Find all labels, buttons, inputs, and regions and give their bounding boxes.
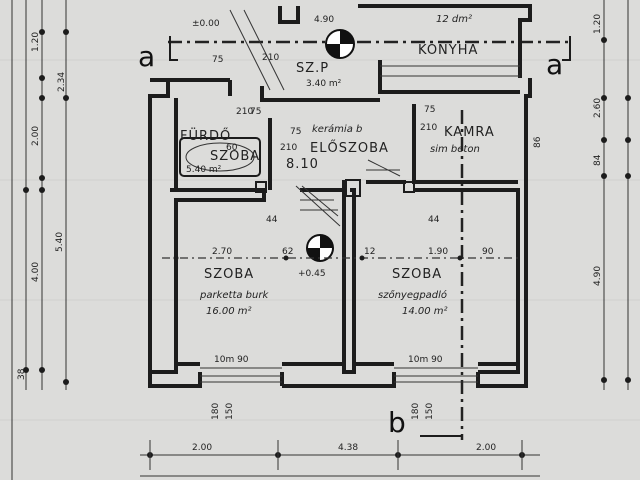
room-name-konyha: KONYHA bbox=[418, 43, 478, 58]
section-mark-a-left: a bbox=[138, 40, 155, 73]
bottom-dimension-chain bbox=[140, 440, 540, 477]
dim-eloszoba-code: 75 bbox=[290, 127, 301, 137]
dim-180-b: 180 bbox=[411, 403, 421, 420]
room-area-szoba-left: 16.00 m² bbox=[206, 306, 252, 317]
dim-210-d: 210 bbox=[262, 53, 279, 63]
level-szoba-left: +0.45 bbox=[298, 269, 326, 279]
right-dimension-chain bbox=[601, 0, 631, 390]
dim-12: 12 bbox=[364, 247, 375, 257]
section-mark-a-right: a bbox=[546, 48, 563, 81]
section-mark-b: b bbox=[388, 406, 406, 439]
dim-150-a: 150 bbox=[225, 403, 235, 420]
background-grid bbox=[0, 59, 640, 421]
room-finish-kamra: sim beton bbox=[430, 144, 480, 155]
dim-270: 2.70 bbox=[212, 247, 232, 257]
dim-75-a: 75 bbox=[250, 107, 261, 117]
room-name-furdo-2: SZOBA bbox=[210, 149, 260, 164]
room-area-szoba-right: 14.00 m² bbox=[402, 306, 448, 317]
dim-210-b: 210 bbox=[280, 143, 297, 153]
dim-left-1: 1.20 bbox=[31, 32, 41, 52]
windows bbox=[200, 65, 520, 383]
dim-right-2: 2.60 bbox=[593, 98, 603, 118]
room-area-furdo: 5.40 m² bbox=[186, 165, 222, 175]
room-name-szoba-left: SZOBA bbox=[204, 267, 254, 282]
dim-90: 90 bbox=[482, 247, 494, 257]
room-name-kamra: KAMRA bbox=[444, 125, 495, 140]
dim-180-a: 180 bbox=[211, 403, 221, 420]
dim-left-3: 2.00 bbox=[31, 126, 41, 146]
level-top: ±0.00 bbox=[192, 19, 220, 29]
level-marker-room bbox=[306, 234, 334, 262]
section-line-a bbox=[168, 36, 571, 61]
dim-left-6: 38 bbox=[17, 368, 27, 380]
dim-window-right: 10m 90 bbox=[408, 355, 443, 365]
level-marker-kitchen bbox=[325, 29, 355, 59]
dim-44-a: 44 bbox=[266, 215, 278, 225]
dim-86: 86 bbox=[533, 136, 543, 148]
room-name-szp: SZ.P bbox=[296, 61, 329, 76]
dim-bottom-mid: 4.38 bbox=[338, 443, 358, 453]
dim-left-5: 5.40 bbox=[55, 232, 65, 252]
dim-75-b: 75 bbox=[212, 55, 223, 65]
stair-hatching bbox=[229, 9, 401, 227]
room-finish-szoba-left: parketta burk bbox=[199, 290, 269, 301]
dim-bottom-left: 2.00 bbox=[192, 443, 212, 453]
dim-210-a: 210 bbox=[236, 107, 253, 117]
section-line-b bbox=[420, 110, 464, 440]
dim-62: 62 bbox=[282, 247, 293, 257]
dim-190: 1.90 bbox=[428, 247, 448, 257]
dim-right-4: 4.90 bbox=[593, 266, 603, 286]
dim-right-1: 1.20 bbox=[593, 14, 603, 34]
room-finish-eloszoba: kerámia b bbox=[312, 123, 362, 135]
dim-44-b: 44 bbox=[428, 215, 440, 225]
room-finish-szoba-right: szőnyegpadló bbox=[378, 289, 447, 301]
dim-60: 60 bbox=[226, 143, 238, 153]
dim-right-3: 84 bbox=[593, 154, 603, 166]
room-name-furdo: FÜRDŐ bbox=[180, 127, 231, 144]
dim-210-c: 210 bbox=[420, 123, 437, 133]
dim-kamra-code: 75 bbox=[424, 105, 435, 115]
left-dimension-chain bbox=[11, 0, 69, 480]
room-area-eloszoba: 8.10 bbox=[286, 157, 319, 172]
bathtub bbox=[179, 137, 261, 177]
dim-150-b: 150 bbox=[425, 403, 435, 420]
room-area-szp: 3.40 m² bbox=[306, 79, 342, 89]
dim-left-4: 4.00 bbox=[31, 262, 41, 282]
inner-walls bbox=[150, 98, 520, 374]
room-area-konyha: 12 dm² bbox=[436, 14, 472, 25]
dim-bottom-right: 2.00 bbox=[476, 443, 496, 453]
room-name-eloszoba: ELŐSZOBA bbox=[310, 140, 389, 156]
dim-left-2: 2.34 bbox=[57, 72, 67, 92]
dim-window-left: 10m 90 bbox=[214, 355, 249, 365]
outer-walls bbox=[148, 4, 532, 388]
room-name-szoba-right: SZOBA bbox=[392, 267, 442, 282]
dim-top-1: 4.90 bbox=[314, 15, 334, 25]
